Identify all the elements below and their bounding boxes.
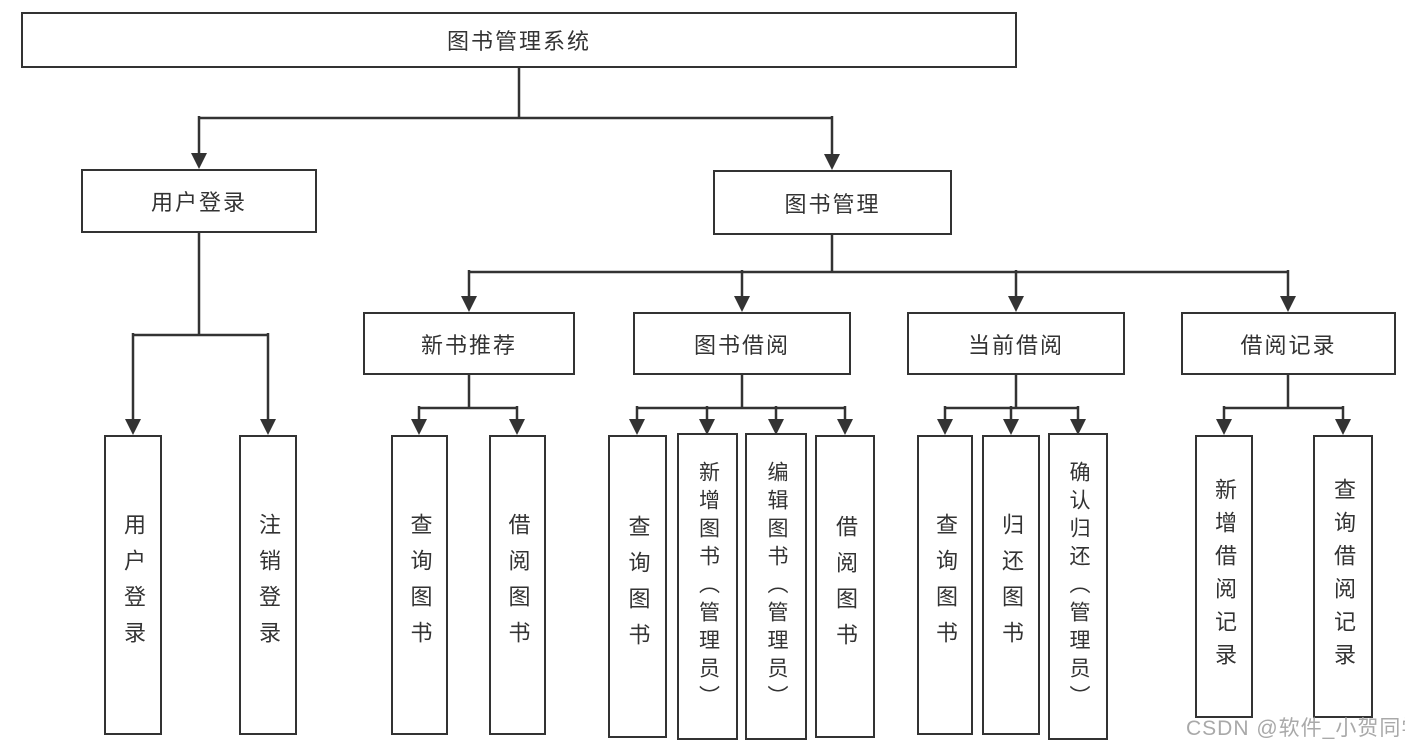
- leaf-query-books-current: 查询图书: [917, 435, 973, 735]
- leaf-query-books-recommend: 查询图书: [391, 435, 448, 735]
- connector-paths: [131, 67, 1345, 423]
- node-library-management-system: 图书管理系统: [21, 12, 1017, 68]
- leaf-add-borrow-record: 新增借阅记录: [1195, 435, 1253, 718]
- fan-root: [197, 67, 834, 159]
- fan-new-book-recommend: [417, 374, 519, 423]
- fan-user-login: [131, 232, 270, 423]
- leaf-user-login: 用户登录: [104, 435, 162, 735]
- fan-book-management: [467, 234, 1290, 300]
- node-new-book-recommend: 新书推荐: [363, 312, 575, 375]
- fan-current-borrow: [943, 374, 1080, 423]
- leaf-return-books: 归还图书: [982, 435, 1040, 735]
- leaf-query-books-borrow: 查询图书: [608, 435, 667, 738]
- leaf-borrow-books-recommend: 借阅图书: [489, 435, 546, 735]
- node-book-borrow: 图书借阅: [633, 312, 851, 375]
- fan-book-borrow: [635, 374, 847, 423]
- arrowheads: [125, 153, 1351, 435]
- leaf-query-borrow-record: 查询借阅记录: [1313, 435, 1373, 718]
- fan-borrow-records: [1222, 374, 1345, 423]
- node-user-login: 用户登录: [81, 169, 317, 233]
- node-book-management: 图书管理: [713, 170, 952, 235]
- node-borrow-records: 借阅记录: [1181, 312, 1396, 375]
- node-current-borrow: 当前借阅: [907, 312, 1125, 375]
- leaf-logout: 注销登录: [239, 435, 297, 735]
- csdn-watermark: CSDN @软件_小贺同学: [1186, 717, 1405, 740]
- leaf-borrow-books: 借阅图书: [815, 435, 875, 738]
- leaf-confirm-return-admin: 确认归还（管理员）: [1048, 433, 1108, 740]
- leaf-add-books-admin: 新增图书（管理员）: [677, 433, 738, 740]
- leaf-edit-books-admin: 编辑图书（管理员）: [745, 433, 807, 740]
